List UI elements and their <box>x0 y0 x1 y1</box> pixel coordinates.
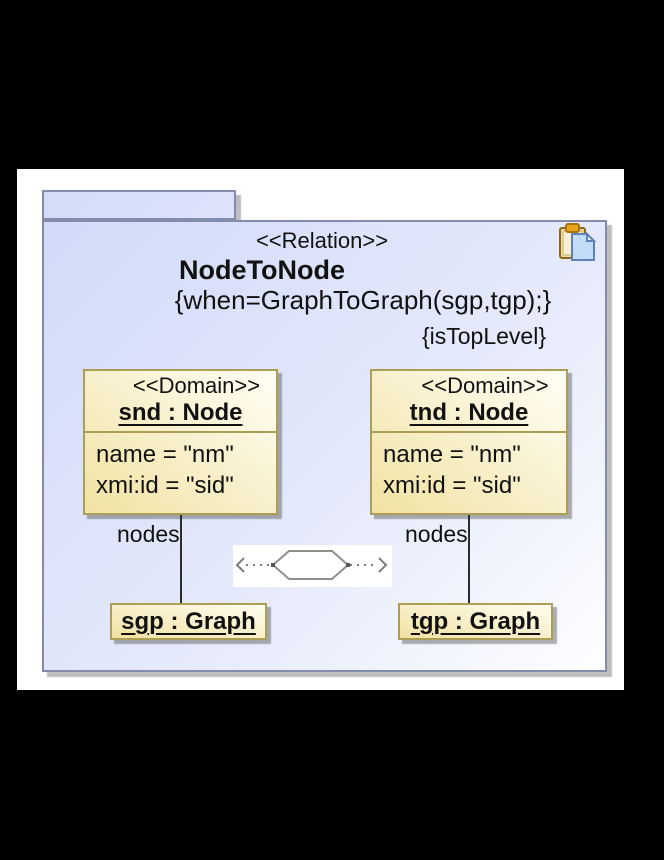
relation-istoplevel-label: {isTopLevel} <box>421 323 547 349</box>
graph-node-sgp[interactable]: sgp : Graph <box>110 603 267 640</box>
domain-tnd-name: tnd : Node <box>409 399 529 426</box>
paste-clipboard-icon[interactable] <box>556 222 596 262</box>
relation-stereotype-label: <<Relation>> <box>255 228 389 253</box>
domain-snd-header: <<Domain>> snd : Node <box>85 371 276 433</box>
relation-package-tab[interactable] <box>42 190 236 220</box>
edge-tnd-to-tgp <box>468 515 470 603</box>
attribute-row: xmi:id = "sid" <box>96 472 234 499</box>
edge-label-nodes-left: nodes <box>117 521 180 547</box>
edge-snd-to-sgp <box>180 515 182 603</box>
graph-sgp-label: sgp : Graph <box>121 607 256 635</box>
domain-snd-stereotype: <<Domain>> <box>132 373 261 398</box>
relation-when-clause-label: {when=GraphToGraph(sgp,tgp);} <box>174 285 552 315</box>
domain-snd-name: snd : Node <box>118 399 243 426</box>
domain-tnd-attributes: name = "nm" xmi:id = "sid" <box>372 433 566 501</box>
domain-node-tnd[interactable]: <<Domain>> tnd : Node name = "nm" xmi:id… <box>370 369 568 515</box>
attribute-row: name = "nm" <box>383 441 521 468</box>
diagram-page: <<Relation>> NodeToNode {when=GraphToGra… <box>17 169 624 690</box>
qvt-relation-hexagon-icon[interactable] <box>233 545 392 587</box>
domain-snd-attributes: name = "nm" xmi:id = "sid" <box>85 433 276 501</box>
domain-node-snd[interactable]: <<Domain>> snd : Node name = "nm" xmi:id… <box>83 369 278 515</box>
edge-label-nodes-right: nodes <box>405 521 468 547</box>
attribute-row: xmi:id = "sid" <box>383 472 521 499</box>
relation-name-label: NodeToNode <box>179 255 345 285</box>
graph-node-tgp[interactable]: tgp : Graph <box>398 603 553 640</box>
domain-tnd-stereotype: <<Domain>> <box>421 373 549 398</box>
domain-tnd-header: <<Domain>> tnd : Node <box>372 371 566 433</box>
attribute-row: name = "nm" <box>96 441 234 468</box>
graph-tgp-label: tgp : Graph <box>410 607 541 635</box>
